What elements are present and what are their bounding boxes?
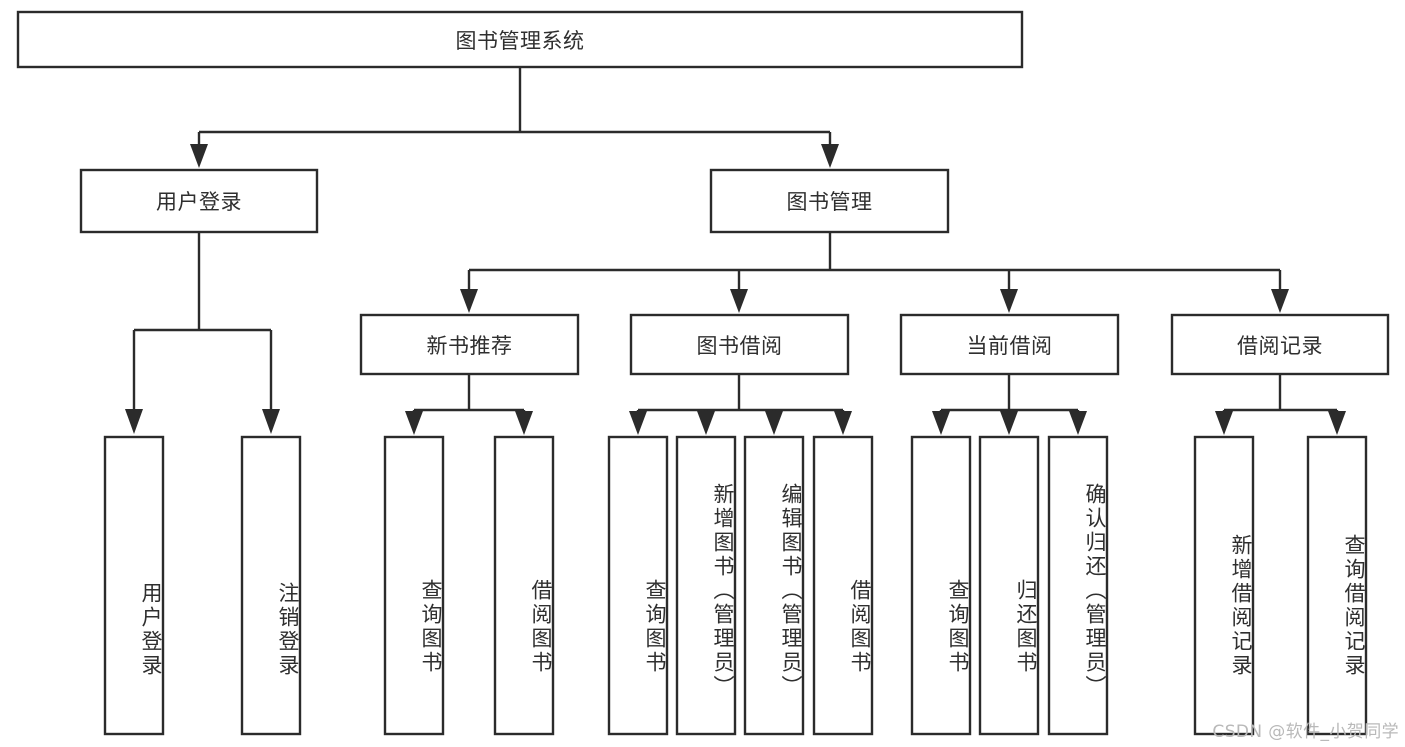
- arrowhead-leaf-borrow-book-2: [834, 411, 852, 435]
- arrowhead-borrow-record: [1271, 289, 1289, 313]
- node-box-leaf-add-book[interactable]: [675, 435, 737, 736]
- node-box-user-login[interactable]: [79, 168, 319, 234]
- node-box-book-borrow[interactable]: [629, 313, 850, 376]
- arrowhead-leaf-query-record: [1328, 411, 1346, 435]
- node-box-leaf-confirm-return[interactable]: [1047, 435, 1109, 736]
- node-box-leaf-user-login[interactable]: [103, 435, 165, 736]
- node-box-leaf-query-record[interactable]: [1306, 435, 1368, 736]
- arrowhead-book-borrow: [730, 289, 748, 313]
- arrowhead-leaf-logout-login: [262, 409, 280, 434]
- node-box-leaf-query-book-3[interactable]: [910, 435, 972, 736]
- arrowhead-leaf-query-book-2: [629, 411, 647, 435]
- arrowhead-leaf-user-login: [125, 409, 143, 434]
- arrowhead-current-borrow: [1000, 289, 1018, 313]
- arrowhead-user-login: [190, 144, 208, 168]
- arrowhead-leaf-add-record: [1215, 411, 1233, 435]
- connectors-book-borrow-to-leaves: [629, 374, 852, 435]
- connectors-current-borrow-to-leaves: [932, 374, 1087, 435]
- arrowhead-leaf-borrow-book-1: [515, 411, 533, 435]
- node-box-root[interactable]: [16, 10, 1024, 69]
- connectors-new-book-recommend-to-leaves: [405, 374, 533, 435]
- csdn-watermark: CSDN @软件_小贺同学: [1212, 722, 1399, 742]
- connectors-book-manage-to-level3: [460, 232, 1289, 313]
- node-box-leaf-edit-book[interactable]: [743, 435, 805, 736]
- node-box-new-book-recommend[interactable]: [359, 313, 580, 376]
- node-box-leaf-borrow-book-1[interactable]: [493, 435, 555, 736]
- node-box-borrow-record[interactable]: [1170, 313, 1390, 376]
- connectors-borrow-record-to-leaves: [1215, 374, 1346, 435]
- node-box-leaf-logout-login[interactable]: [240, 435, 302, 736]
- arrowhead-leaf-return-book: [1000, 411, 1018, 435]
- arrowhead-book-manage: [821, 144, 839, 168]
- node-box-leaf-query-book-1[interactable]: [383, 435, 445, 736]
- arrowhead-leaf-edit-book: [765, 411, 783, 435]
- node-box-book-manage[interactable]: [709, 168, 950, 234]
- arrowhead-leaf-add-book: [697, 411, 715, 435]
- node-box-leaf-borrow-book-2[interactable]: [812, 435, 874, 736]
- node-box-leaf-return-book[interactable]: [978, 435, 1040, 736]
- arrowhead-leaf-query-book-3: [932, 411, 950, 435]
- connectors-root-to-level2: [190, 67, 839, 168]
- connectors-user-login-to-leaves: [125, 232, 280, 434]
- node-box-leaf-query-book-2[interactable]: [607, 435, 669, 736]
- node-box-current-borrow[interactable]: [899, 313, 1120, 376]
- arrowhead-leaf-query-book-1: [405, 411, 423, 435]
- node-box-leaf-add-record[interactable]: [1193, 435, 1255, 736]
- arrowhead-leaf-confirm-return: [1069, 411, 1087, 435]
- arrowhead-new-book-recommend: [460, 289, 478, 313]
